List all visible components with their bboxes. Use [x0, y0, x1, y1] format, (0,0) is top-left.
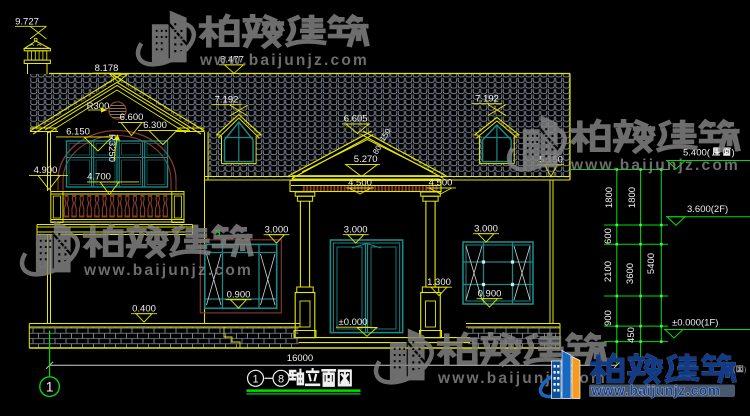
- svg-text:±0.000(1F): ±0.000(1F): [672, 318, 718, 329]
- svg-text:1800: 1800: [627, 187, 638, 208]
- svg-text:3.000: 3.000: [474, 224, 498, 235]
- svg-text:900: 900: [603, 310, 614, 326]
- svg-text:4.500: 4.500: [348, 178, 372, 189]
- svg-text:4.900: 4.900: [34, 165, 58, 176]
- svg-text:www.baijunjz.com: www.baijunjz.com: [437, 370, 607, 387]
- svg-text:5.270: 5.270: [354, 154, 378, 165]
- svg-text:6.605: 6.605: [344, 114, 368, 125]
- svg-text:7.192: 7.192: [475, 94, 499, 105]
- svg-text:0.900: 0.900: [478, 289, 502, 300]
- svg-text:8.477: 8.477: [220, 55, 244, 66]
- svg-text:16000: 16000: [287, 353, 313, 364]
- svg-text:3.000: 3.000: [265, 225, 289, 236]
- svg-text:R3250: R3250: [106, 134, 117, 162]
- svg-text:8.178: 8.178: [95, 63, 119, 74]
- svg-text:8: 8: [278, 373, 284, 385]
- svg-text:1.300: 1.300: [427, 277, 451, 288]
- svg-text:1800: 1800: [604, 187, 615, 208]
- svg-text:2100: 2100: [603, 261, 614, 282]
- svg-text:±0.000: ±0.000: [339, 317, 368, 328]
- svg-text:450: 450: [626, 327, 637, 343]
- svg-text:0.400: 0.400: [132, 304, 156, 315]
- svg-text:1: 1: [46, 379, 54, 395]
- svg-text:4.500: 4.500: [429, 178, 453, 189]
- svg-text:(: (: [733, 365, 736, 374]
- svg-text:6.150: 6.150: [66, 127, 90, 138]
- svg-text:600: 600: [603, 228, 614, 244]
- svg-text:3.000: 3.000: [344, 225, 368, 236]
- svg-text:0.900: 0.900: [227, 290, 251, 301]
- svg-text:4.700: 4.700: [87, 172, 111, 183]
- svg-text:3600: 3600: [625, 263, 636, 284]
- svg-text:): ): [732, 147, 735, 158]
- svg-text:): ): [744, 365, 747, 374]
- svg-text:www.baijunjz.com: www.baijunjz.com: [83, 262, 253, 279]
- svg-text:www.baijunjz.com: www.baijunjz.com: [570, 157, 740, 174]
- svg-text:1: 1: [252, 373, 258, 385]
- svg-text:www.baijunjz.com: www.baijunjz.com: [591, 383, 721, 398]
- svg-text:3.600(2F): 3.600(2F): [687, 204, 728, 215]
- svg-text:7.192: 7.192: [215, 95, 239, 106]
- svg-text:5400: 5400: [646, 253, 657, 274]
- svg-text:6.600: 6.600: [120, 112, 144, 123]
- svg-text:R300: R300: [87, 101, 110, 112]
- svg-text:9.727: 9.727: [15, 17, 39, 28]
- svg-text:5.400(: 5.400(: [683, 147, 711, 158]
- svg-text:6.300: 6.300: [143, 120, 167, 131]
- svg-text:www.baijunjz.com: www.baijunjz.com: [199, 52, 369, 69]
